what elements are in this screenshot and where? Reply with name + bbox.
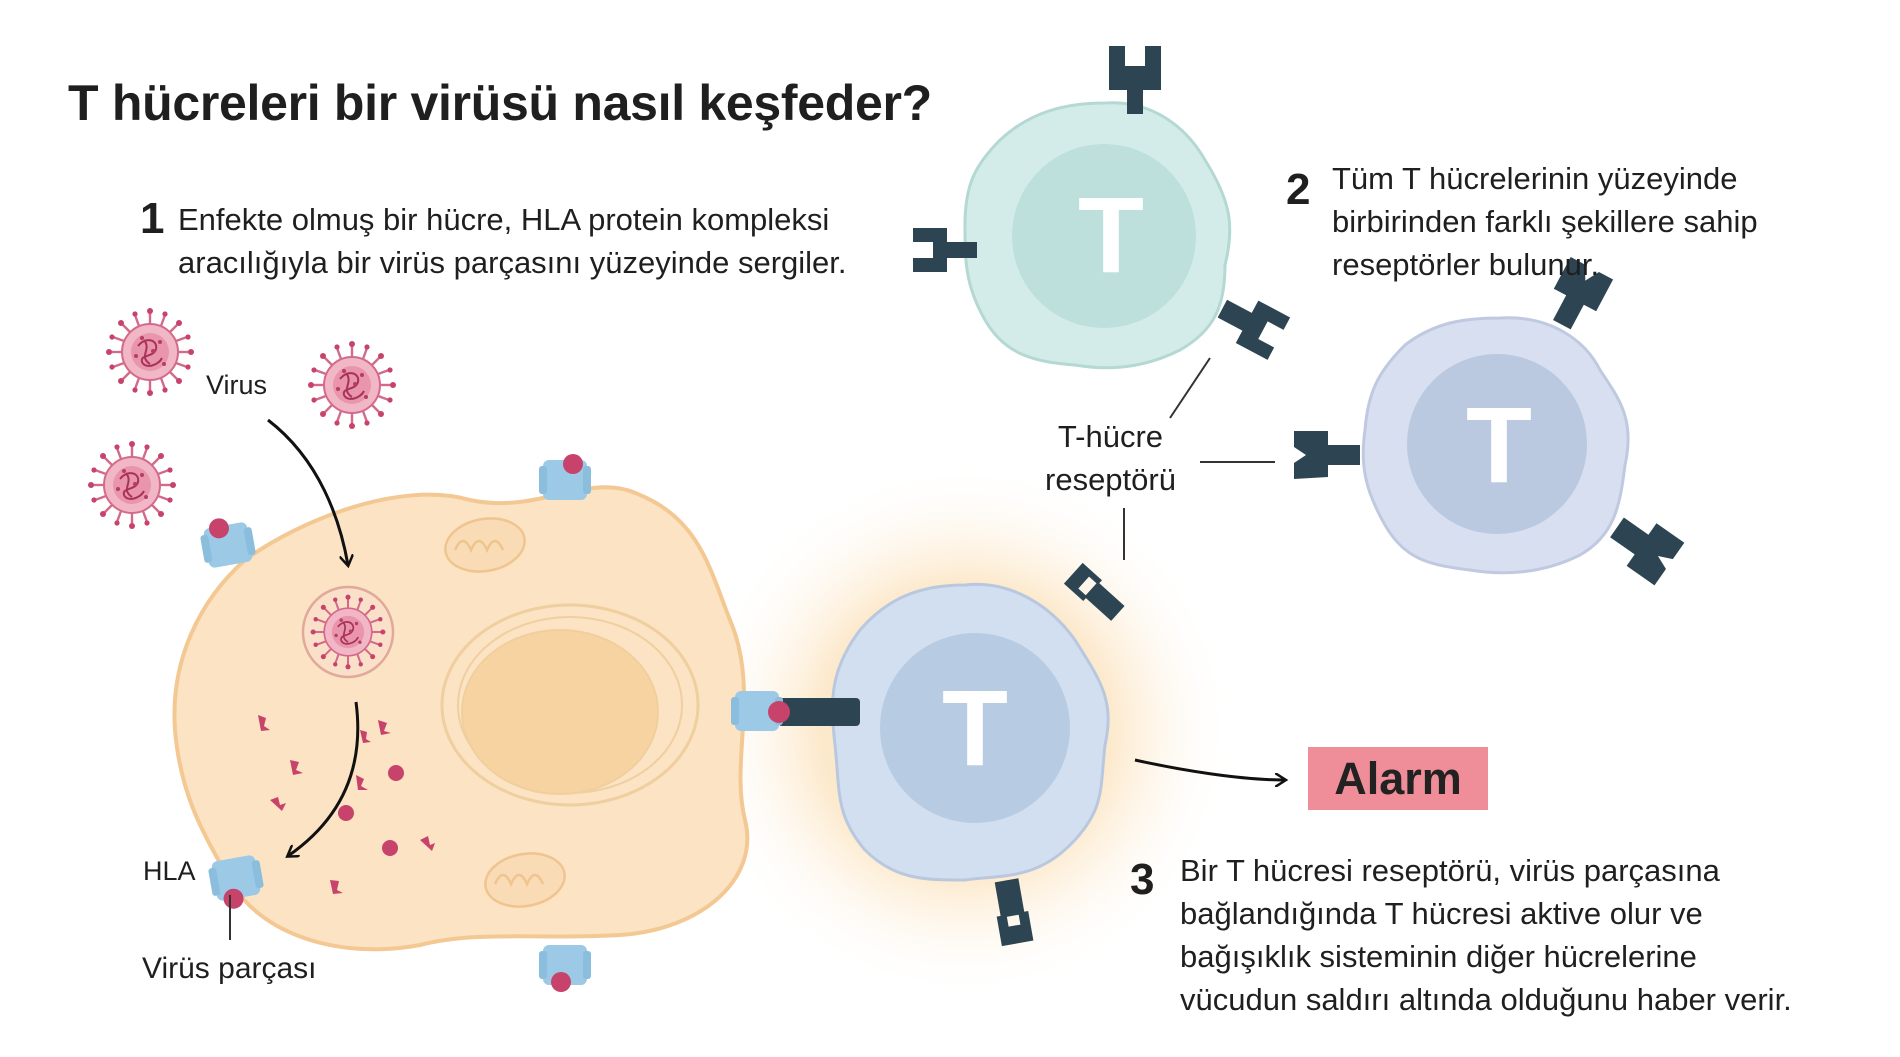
alarm-arrow [1134, 758, 1285, 780]
virus-fragment [768, 701, 790, 723]
alarm-label: Alarm [1334, 752, 1462, 804]
step-text-line: bağlandığında T hücresi aktive olur ve [1180, 896, 1703, 931]
hla-complex [206, 853, 266, 909]
hla-complex [539, 945, 591, 992]
virus-entry-arrow [267, 418, 348, 565]
step-text: Enfekte olmuş bir hücre, HLA protein kom… [178, 198, 847, 284]
receptor [1294, 431, 1360, 479]
page-title: T hücreleri bir virüsü nasıl keşfeder? [68, 75, 932, 131]
step-text-line: vücudun saldırı altında olduğunu haber v… [1180, 982, 1792, 1017]
fragment-presentation-arrow [288, 701, 360, 856]
step-text-line: Bir T hücresi reseptörü, virüs parçasına [1180, 853, 1720, 888]
t-cell-letter: T [1078, 174, 1144, 295]
virus-label: Virus [206, 370, 268, 400]
t-cell-receptor-label: T-hücre reseptörü [1045, 415, 1176, 501]
step-text-line: birbirinden farklı şekillere sahip [1332, 204, 1758, 239]
step-number: 2 [1286, 165, 1311, 214]
t-cell [913, 46, 1291, 370]
step-text-line: bağışıklık sisteminin diğer hücrelerine [1180, 939, 1697, 974]
virus-particle [306, 339, 398, 431]
virus-fragment-label: Virüs parçası [142, 952, 317, 985]
receptor-label-line: reseptörü [1045, 462, 1176, 497]
mitochondrion [444, 517, 526, 573]
step-text: Bir T hücresi reseptörü, virüs parçasına… [1180, 849, 1792, 1021]
infected-cell [172, 454, 750, 992]
receptor [1217, 299, 1291, 360]
receptor [1553, 256, 1614, 330]
step-number: 1 [140, 194, 165, 243]
step-text: Tüm T hücrelerinin yüzeyinde birbirinden… [1332, 157, 1758, 286]
active-t-cell [731, 562, 1125, 947]
receptor [778, 698, 860, 726]
t-cell [1294, 256, 1685, 586]
t-cell-letter: T [1466, 384, 1532, 505]
receptor [1063, 562, 1125, 621]
step-text-line: aracılığıyla bir virüs parçasını yüzeyin… [178, 245, 847, 280]
step-text-line: Tüm T hücrelerinin yüzeyinde [1332, 161, 1738, 196]
mitochondrion [484, 852, 566, 908]
t-cell-letter: T [942, 667, 1008, 788]
receptor-leader-lines [229, 357, 1275, 940]
hla-complex [539, 454, 591, 500]
virus-particle [104, 306, 196, 398]
virus-particle [86, 439, 178, 531]
step-number: 3 [1130, 855, 1155, 904]
receptor-label-line: T-hücre [1057, 419, 1164, 454]
alarm-box: Alarm [1308, 747, 1488, 810]
receptor [913, 228, 977, 272]
step-text-line: reseptörler bulunur. [1332, 247, 1600, 282]
step-text-line: Enfekte olmuş bir hücre, HLA protein kom… [178, 202, 830, 237]
receptor [1109, 46, 1161, 114]
hla-complex [198, 518, 258, 570]
receptor [1610, 517, 1685, 586]
receptor [994, 878, 1034, 947]
hla-label: HLA [143, 856, 196, 886]
